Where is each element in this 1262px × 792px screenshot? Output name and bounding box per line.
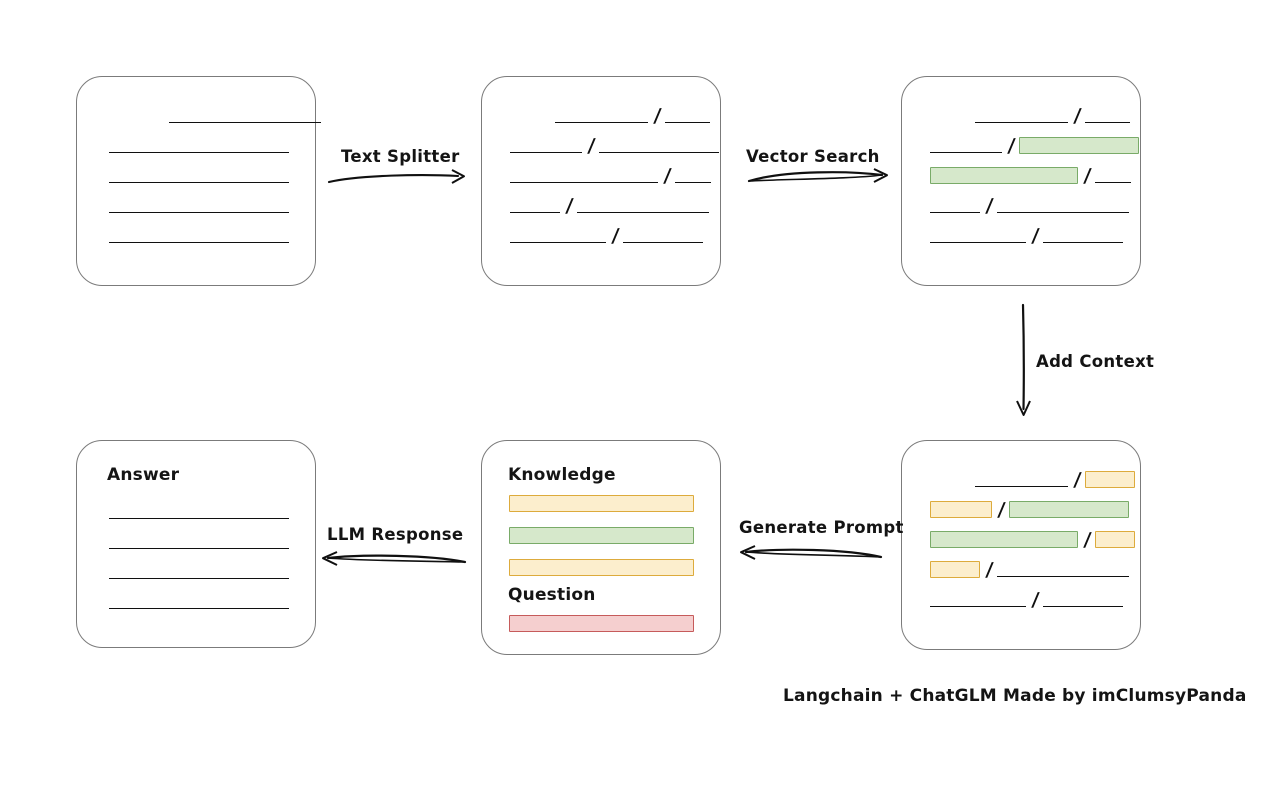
- prompt-knowledge-bar-1: [509, 495, 694, 512]
- text-line: [109, 578, 289, 579]
- text-line: [1085, 122, 1130, 123]
- arrow-label-text-splitter: Text Splitter: [341, 147, 460, 166]
- answer-title: Answer: [107, 465, 180, 485]
- highlight-chunk-green: [930, 167, 1078, 184]
- highlight-chunk-yellow: [1095, 531, 1135, 548]
- arrow-label-generate-prompt: Generate Prompt: [739, 518, 904, 537]
- text-line: [675, 182, 711, 183]
- arrow-label-vector-search: Vector Search: [746, 147, 880, 166]
- chunk-separator-slash: /: [1072, 469, 1083, 491]
- text-line: [975, 122, 1068, 123]
- card-answer[interactable]: Answer: [76, 440, 316, 648]
- highlight-chunk-green: [1019, 137, 1139, 154]
- chunk-separator-slash: /: [996, 499, 1007, 521]
- text-line: [577, 212, 709, 213]
- text-line: [1043, 242, 1123, 243]
- prompt-question-bar-1: [509, 615, 694, 632]
- text-line: [109, 518, 289, 519]
- text-line: [555, 122, 648, 123]
- arrow-label-add-context: Add Context: [1036, 352, 1155, 371]
- text-line: [1043, 606, 1123, 607]
- prompt-knowledge-bar-3: [509, 559, 694, 576]
- card-prompt[interactable]: Knowledge Question: [481, 440, 721, 655]
- highlight-chunk-yellow: [930, 501, 992, 518]
- chunk-separator-slash: /: [1082, 529, 1093, 551]
- card-raw-document[interactable]: [76, 76, 321, 286]
- highlight-chunk-yellow: [1085, 471, 1135, 488]
- chunk-separator-slash: /: [1082, 165, 1093, 187]
- chunk-separator-slash: /: [564, 195, 575, 217]
- arrow-generate-prompt: [740, 545, 883, 560]
- chunk-separator-slash: /: [984, 195, 995, 217]
- text-line: [510, 242, 606, 243]
- card-context-chunks[interactable]: / / / / /: [901, 440, 1141, 650]
- chunk-separator-slash: /: [1006, 135, 1017, 157]
- text-line: [623, 242, 703, 243]
- card-matched-chunks[interactable]: / / / / /: [901, 76, 1141, 286]
- chunk-separator-slash: /: [1030, 225, 1041, 247]
- text-line: [109, 608, 289, 609]
- text-line: [930, 242, 1026, 243]
- text-line: [109, 152, 289, 153]
- chunk-separator-slash: /: [662, 165, 673, 187]
- text-line: [169, 122, 321, 123]
- chunk-separator-slash: /: [984, 559, 995, 581]
- highlight-chunk-yellow: [930, 561, 980, 578]
- text-line: [1095, 182, 1131, 183]
- footer-note: Langchain + ChatGLM Made by imClumsyPand…: [783, 686, 1247, 706]
- arrow-text-splitter: [327, 169, 465, 184]
- arrow-add-context: [1016, 303, 1031, 416]
- text-line: [997, 212, 1129, 213]
- text-line: [510, 212, 560, 213]
- chunk-separator-slash: /: [586, 135, 597, 157]
- text-line: [510, 182, 658, 183]
- text-line: [109, 212, 289, 213]
- text-line: [510, 152, 582, 153]
- chunk-separator-slash: /: [652, 105, 663, 127]
- card-split-chunks[interactable]: / / / / /: [481, 76, 721, 286]
- text-line: [109, 182, 289, 183]
- prompt-question-label: Question: [508, 585, 596, 605]
- prompt-knowledge-label: Knowledge: [508, 465, 616, 485]
- text-line: [975, 486, 1068, 487]
- chunk-separator-slash: /: [1072, 105, 1083, 127]
- text-line: [665, 122, 710, 123]
- text-line: [997, 576, 1129, 577]
- arrow-llm-response: [322, 551, 467, 566]
- text-line: [109, 548, 289, 549]
- highlight-chunk-green: [1009, 501, 1129, 518]
- text-line: [109, 242, 289, 243]
- arrow-label-llm-response: LLM Response: [327, 525, 464, 544]
- arrow-vector-search: [747, 168, 888, 183]
- chunk-separator-slash: /: [610, 225, 621, 247]
- text-line: [930, 152, 1002, 153]
- text-line: [930, 606, 1026, 607]
- prompt-knowledge-bar-2: [509, 527, 694, 544]
- text-line: [599, 152, 719, 153]
- chunk-separator-slash: /: [1030, 589, 1041, 611]
- highlight-chunk-green: [930, 531, 1078, 548]
- text-line: [930, 212, 980, 213]
